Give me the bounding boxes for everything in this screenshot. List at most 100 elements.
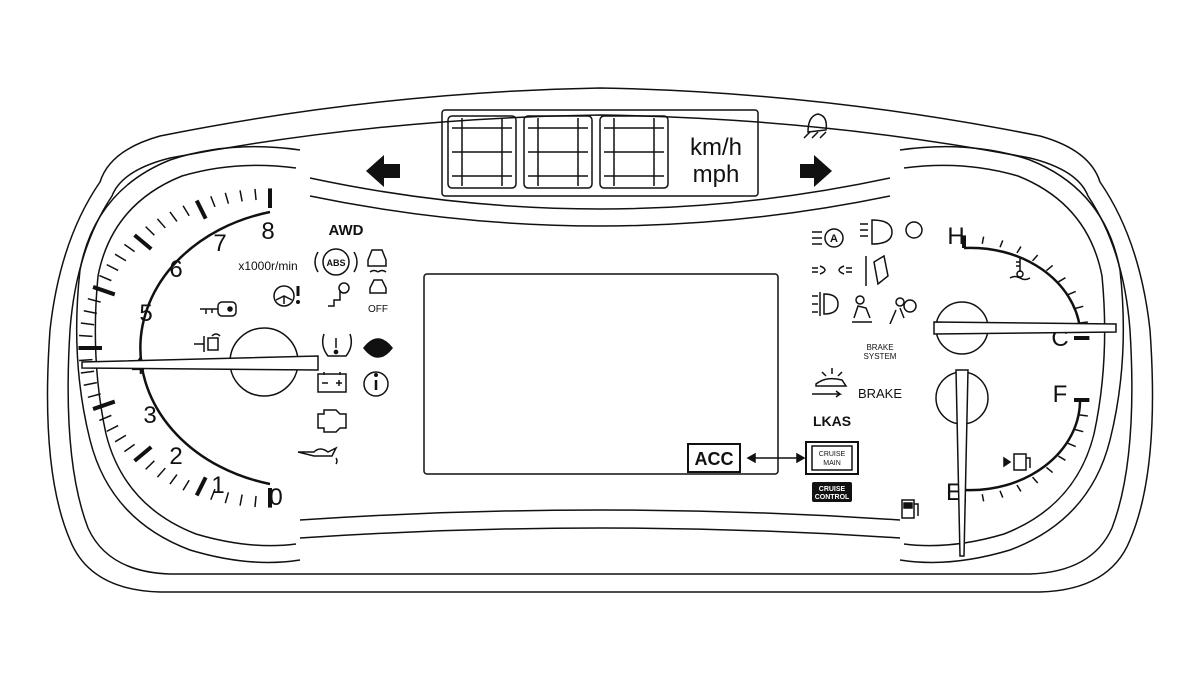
tach-tick-minor bbox=[145, 460, 155, 470]
tach-needle bbox=[81, 355, 319, 371]
tach-tick-minor bbox=[224, 492, 230, 504]
temp-tick-minor bbox=[1057, 277, 1066, 283]
low-tire-icon bbox=[321, 333, 353, 357]
tach-tick-minor bbox=[123, 243, 136, 253]
tach-tick-minor bbox=[106, 424, 119, 433]
svg-text:MAIN: MAIN bbox=[823, 460, 841, 467]
temp-tick-minor bbox=[1074, 305, 1084, 310]
tach-tick-minor bbox=[99, 414, 112, 422]
tachometer: 8 7 6 5 4 3 2 1 0 x1000r/min bbox=[78, 188, 319, 511]
tach-label-6: 6 bbox=[169, 256, 182, 283]
tach-tick-major bbox=[194, 199, 208, 220]
cruise-control-indicator: CRUISE CONTROL bbox=[812, 482, 852, 502]
tach-tick-minor bbox=[87, 393, 101, 399]
low-fuel-icon bbox=[901, 499, 919, 519]
tach-tick-minor bbox=[239, 494, 243, 506]
speed-digits bbox=[447, 115, 669, 189]
fuel-tick-minor bbox=[981, 494, 985, 502]
left-turn-arrow-icon bbox=[366, 155, 400, 187]
tach-label-1: 1 bbox=[211, 472, 224, 499]
tach-tick-minor bbox=[254, 188, 257, 201]
temp-tick-minor bbox=[981, 236, 985, 244]
airbag-icon bbox=[889, 297, 917, 325]
svg-text:OFF: OFF bbox=[368, 304, 388, 315]
right-turn-arrow-icon bbox=[800, 155, 832, 187]
lamp-circle-icon bbox=[905, 221, 923, 239]
tach-tick-minor bbox=[83, 381, 97, 386]
tach-tick-minor bbox=[79, 334, 93, 338]
immobilizer-icon bbox=[194, 333, 221, 352]
temp-tick-minor bbox=[1067, 290, 1077, 296]
tach-label-8: 8 bbox=[261, 218, 274, 245]
tach-tick-minor bbox=[80, 322, 95, 326]
tach-tick-minor bbox=[156, 467, 166, 478]
vsa-icon bbox=[367, 249, 387, 273]
tach-tick-minor bbox=[83, 310, 97, 315]
tach-tick-minor bbox=[79, 358, 93, 362]
abs-icon: ABS bbox=[314, 248, 358, 276]
acc-cruise-link-arrow bbox=[746, 452, 806, 464]
lkas-indicator: LKAS bbox=[813, 413, 851, 429]
door-open-icon bbox=[865, 254, 889, 286]
svg-text:CRUISE: CRUISE bbox=[819, 451, 846, 458]
tach-tick-major bbox=[92, 285, 116, 297]
fuel-gauge-arc bbox=[963, 401, 1082, 492]
svg-text:ACC: ACC bbox=[695, 449, 734, 469]
svg-text:CRUISE: CRUISE bbox=[819, 486, 846, 493]
speed-unit-mph: mph bbox=[693, 161, 740, 188]
temp-tick-minor bbox=[1045, 264, 1054, 272]
right-gauge-pod-inner bbox=[903, 164, 1106, 547]
tach-tick-minor bbox=[254, 495, 257, 508]
tach-tick-minor bbox=[87, 297, 101, 303]
fuel-tick-minor bbox=[1057, 455, 1066, 461]
brake-system-line2: SYSTEM bbox=[864, 352, 897, 361]
fuel-needle bbox=[955, 369, 969, 557]
fuel-tick-minor bbox=[1079, 414, 1088, 417]
tach-tick-minor bbox=[80, 370, 95, 374]
tachometer-arc bbox=[139, 210, 271, 486]
temp-label-hot: H bbox=[947, 223, 964, 250]
svg-text:A: A bbox=[830, 233, 838, 245]
awd-indicator: AWD bbox=[329, 222, 364, 239]
fuel-tick-minor bbox=[1074, 428, 1084, 433]
tach-tick-major bbox=[194, 476, 208, 497]
fuel-tick-minor bbox=[1067, 442, 1077, 448]
tach-unit: x1000r/min bbox=[238, 259, 297, 273]
temp-tick-minor bbox=[999, 240, 1004, 248]
tach-tick-minor bbox=[182, 205, 190, 217]
fuel-gauge-ticks bbox=[962, 398, 1090, 503]
tach-tick-minor bbox=[123, 443, 136, 453]
side-lights-icon bbox=[812, 265, 852, 275]
temp-gauge-arc bbox=[963, 246, 1082, 329]
tach-tick-minor bbox=[114, 253, 127, 262]
svg-text:ABS: ABS bbox=[326, 258, 345, 268]
headlight-icon bbox=[803, 113, 828, 139]
tach-tick-minor bbox=[210, 488, 216, 501]
coolant-temp-icon bbox=[1009, 258, 1031, 281]
key-icon bbox=[200, 301, 237, 317]
tach-tick-minor bbox=[114, 434, 127, 443]
tach-tick-major bbox=[133, 233, 153, 251]
fuel-gauge: F E bbox=[935, 369, 1090, 557]
high-beam-icon bbox=[860, 219, 893, 245]
cluster-housing-inner bbox=[67, 114, 1133, 575]
multi-info-display bbox=[423, 273, 779, 475]
fuel-door-icon bbox=[1003, 453, 1031, 471]
vsa-off-icon: OFF bbox=[368, 279, 388, 315]
tach-tick-minor bbox=[169, 474, 178, 485]
temp-needle bbox=[933, 321, 1117, 335]
tach-label-2: 2 bbox=[169, 443, 182, 470]
tach-tick-major bbox=[92, 399, 116, 411]
tach-tick-major bbox=[133, 445, 153, 463]
tach-label-0: 0 bbox=[269, 484, 282, 511]
tach-label-7: 7 bbox=[213, 230, 226, 257]
cluster-housing-outer bbox=[46, 87, 1154, 593]
fuel-label-full: F bbox=[1053, 381, 1068, 408]
check-engine-icon bbox=[317, 409, 347, 433]
right-gauge-pod bbox=[899, 145, 1125, 564]
fuel-tick-minor bbox=[1045, 466, 1054, 474]
speed-display-frame bbox=[441, 109, 759, 197]
temp-tick-minor bbox=[1031, 254, 1039, 262]
tach-label-3: 3 bbox=[143, 402, 156, 429]
